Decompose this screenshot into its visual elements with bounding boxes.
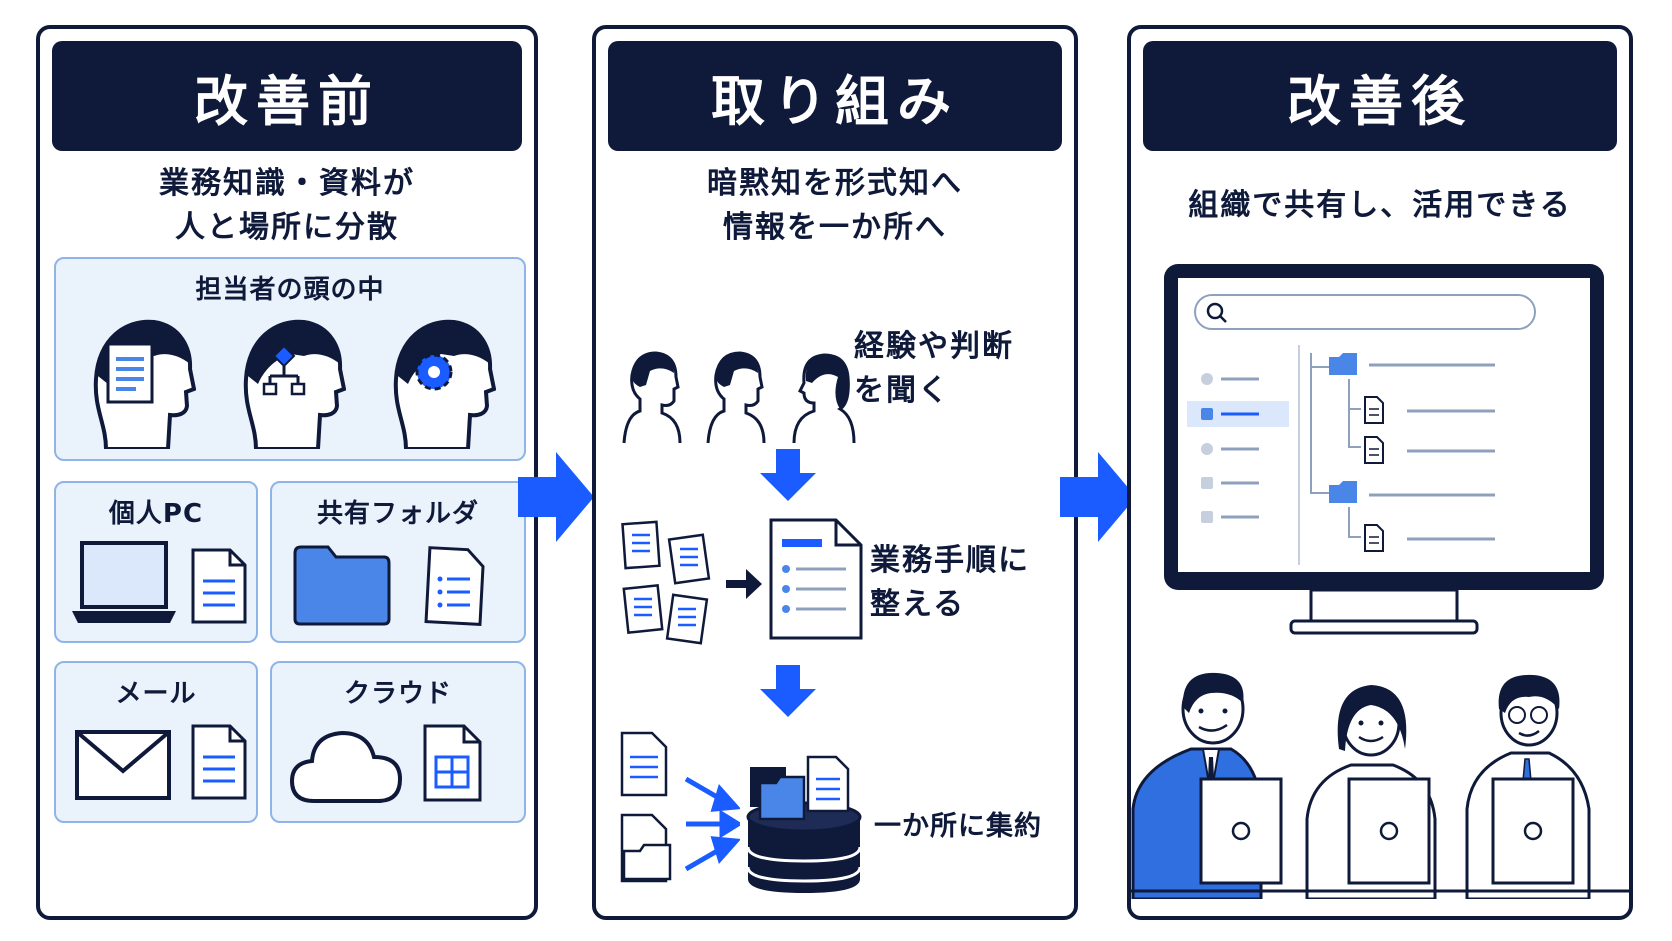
small-arrow-right-icon bbox=[726, 569, 762, 599]
converge-arrows-icon bbox=[684, 776, 740, 872]
step-interview-line2: を聞く bbox=[854, 373, 950, 408]
document-icon bbox=[191, 548, 247, 624]
head-flowchart-icon bbox=[243, 319, 346, 449]
step-procedure-line1: 業務手順に bbox=[870, 543, 1030, 578]
envelope-icon bbox=[75, 730, 171, 800]
input-files-icon bbox=[620, 731, 672, 883]
flow-arrow-right-icon bbox=[518, 452, 594, 542]
document-icon bbox=[191, 724, 247, 800]
scattered-documents-icon bbox=[621, 520, 711, 645]
head-gear-icon bbox=[393, 319, 496, 449]
before-subtitle: 業務知識・資料が 人と場所に分散 bbox=[40, 162, 534, 250]
head-document-icon bbox=[93, 319, 196, 449]
after-panel: 改善後 組織で共有し、活用できる bbox=[1127, 25, 1633, 920]
after-header: 改善後 bbox=[1143, 41, 1617, 151]
before-panel: 改善前 業務知識・資料が 人と場所に分散 担当者の頭の中 bbox=[36, 25, 538, 920]
source-shared-folder: 共有フォルダ bbox=[270, 481, 526, 643]
step-interview-label: 経験や判断 を聞く bbox=[854, 325, 1014, 413]
source-cloud: クラウド bbox=[270, 661, 526, 823]
interview-people-icon bbox=[622, 351, 856, 444]
heads-box: 担当者の頭の中 bbox=[54, 257, 526, 461]
before-subtitle-line1: 業務知識・資料が bbox=[159, 166, 415, 201]
folder-icon bbox=[293, 545, 391, 626]
source-label: メール bbox=[115, 679, 197, 709]
source-label: クラウド bbox=[343, 679, 452, 709]
source-label: 個人PC bbox=[108, 499, 204, 529]
source-mail: メール bbox=[54, 661, 258, 823]
step-consolidate-label: 一か所に集約 bbox=[874, 811, 1042, 842]
laptop-icon bbox=[72, 541, 176, 623]
step-procedure-label: 業務手順に 整える bbox=[870, 539, 1030, 627]
down-arrow-icon bbox=[760, 449, 816, 501]
team-working-icon bbox=[1131, 672, 1629, 899]
action-subtitle: 暗黙知を形式知へ 情報を一か所へ bbox=[596, 162, 1074, 250]
step-procedure-line2: 整える bbox=[870, 587, 966, 622]
action-subtitle-line2: 情報を一か所へ bbox=[723, 210, 947, 245]
action-subtitle-line1: 暗黙知を形式知へ bbox=[707, 166, 963, 201]
list-document-icon bbox=[424, 546, 485, 626]
shared-system-monitor-icon bbox=[1164, 264, 1604, 635]
cloud-icon bbox=[289, 730, 403, 803]
before-header: 改善前 bbox=[52, 41, 522, 151]
action-panel: 取り組み 暗黙知を形式知へ 情報を一か所へ 経験や判断 を聞く bbox=[592, 25, 1078, 920]
down-arrow-icon bbox=[760, 665, 816, 717]
heads-box-title: 担当者の頭の中 bbox=[195, 275, 385, 305]
source-label: 共有フォルダ bbox=[316, 499, 479, 529]
database-icon bbox=[746, 755, 862, 893]
procedure-document-icon bbox=[769, 518, 863, 640]
after-subtitle: 組織で共有し、活用できる bbox=[1188, 188, 1572, 223]
before-subtitle-line2: 人と場所に分散 bbox=[175, 210, 399, 245]
flow-arrow-right-icon bbox=[1060, 452, 1136, 542]
action-header: 取り組み bbox=[608, 41, 1062, 151]
step-interview-line1: 経験や判断 bbox=[854, 329, 1014, 364]
spreadsheet-icon bbox=[423, 724, 482, 802]
source-personal-pc: 個人PC bbox=[54, 481, 258, 643]
